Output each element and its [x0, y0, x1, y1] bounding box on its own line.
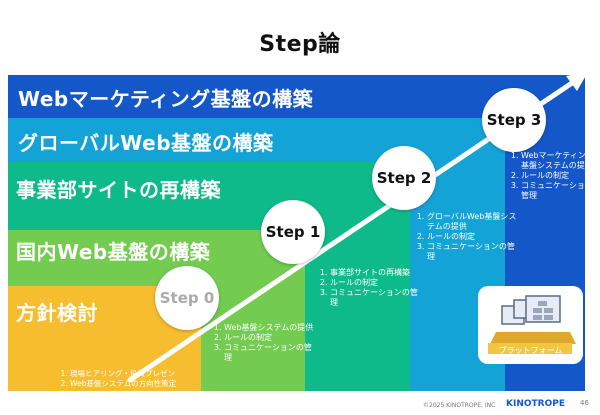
- band-label: 国内Web基盤の構築: [16, 240, 211, 264]
- list-item: ルールの制定: [330, 278, 422, 288]
- step-2-items: グローバルWeb基盤システムの提供 ルールの制定 コミュニケーションの管理: [413, 212, 517, 262]
- list-item: グローバルWeb基盤システムの提供: [427, 212, 517, 232]
- platform-panel: プラットフォーム: [478, 286, 583, 364]
- list-item: Web基盤システムの方向性策定: [70, 379, 220, 389]
- footer-brand-logo: KINOTROPE: [506, 399, 565, 409]
- band-label: 事業部サイトの再構築: [16, 178, 221, 202]
- step-2-circle: Step 2: [372, 146, 436, 210]
- page-number: 46: [580, 399, 589, 407]
- page-title: Step論: [259, 32, 341, 57]
- list-item: コミュニケーションの管理: [427, 242, 517, 262]
- step-0-circle: Step 0: [155, 266, 219, 330]
- band-label: グローバルWeb基盤の構築: [18, 131, 274, 155]
- list-item: コミュニケーションの管理: [224, 343, 316, 363]
- platform-icon: [488, 295, 576, 354]
- list-item: コミュニケーションの管理: [330, 288, 422, 308]
- step-3-items: Webマーケティング基盤システムの提供 ルールの制定 コミュニケーションの管理: [507, 151, 600, 201]
- step-1-items: 事業部サイトの再構築 ルールの制定 コミュニケーションの管理: [316, 268, 422, 308]
- policy-items: 現場ヒアリング・役員プレゼン Web基盤システムの方向性策定: [56, 369, 220, 389]
- step-0-items: Web基盤システムの提供 ルールの制定 コミュニケーションの管理: [210, 323, 316, 363]
- band-label: 方針検討: [16, 301, 98, 325]
- list-item: ルールの制定: [521, 171, 600, 181]
- platform-label: プラットフォーム: [498, 346, 563, 355]
- list-item: 現場ヒアリング・役員プレゼン: [70, 369, 220, 379]
- list-item: Web基盤システムの提供: [224, 323, 316, 333]
- footer-copyright: ©2025 KINOTROPE, INC: [423, 402, 496, 409]
- list-item: ルールの制定: [427, 232, 517, 242]
- list-item: コミュニケーションの管理: [521, 181, 600, 201]
- step-1-circle: Step 1: [261, 200, 325, 264]
- list-item: 事業部サイトの再構築: [330, 268, 422, 278]
- list-item: Webマーケティング基盤システムの提供: [521, 151, 600, 171]
- band-label: Webマーケティング基盤の構築: [18, 87, 314, 111]
- list-item: ルールの制定: [224, 333, 316, 343]
- step-3-circle: Step 3: [482, 88, 546, 152]
